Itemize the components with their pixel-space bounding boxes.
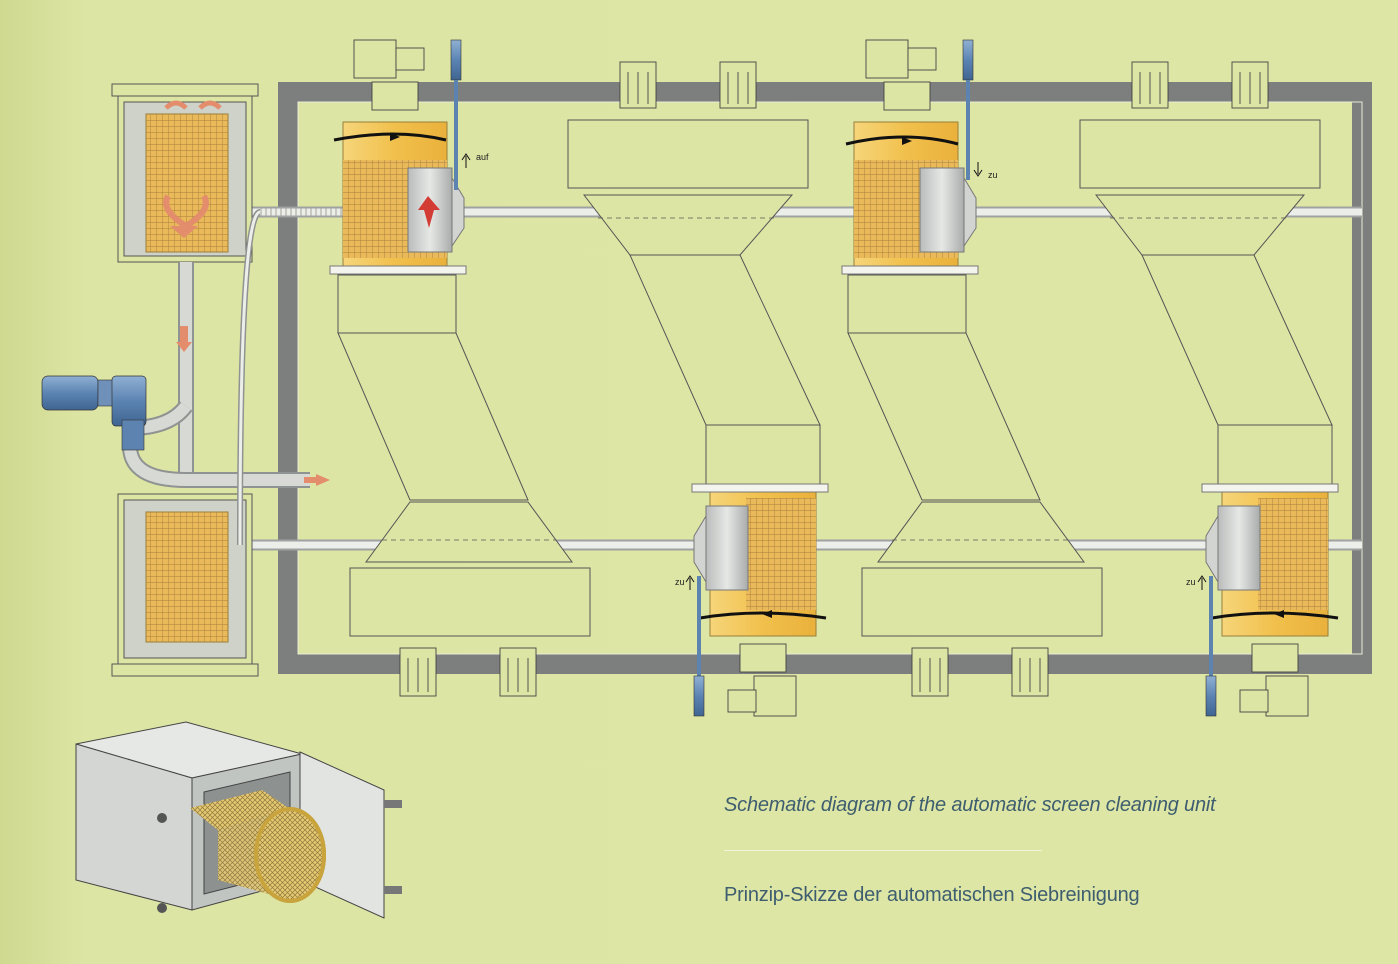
flow-arrows — [164, 100, 330, 486]
pneumatic-cylinder-3 — [693, 576, 705, 717]
cleaning-unit-lower — [111, 493, 259, 677]
screen-drum-lower-2 — [1201, 483, 1339, 637]
caption-german: Prinzip-Skizze der automatischen Siebrei… — [724, 884, 1140, 906]
screen-drum-lower-1 — [691, 483, 829, 637]
pneumatic-cylinder-1 — [450, 39, 462, 190]
caption-divider — [724, 850, 1042, 851]
screen-drum-upper-2 — [841, 121, 979, 275]
valve-labels: auf zu zu zu — [461, 152, 1207, 590]
screen-drum-upper-1 — [329, 121, 467, 275]
hopper-lower-1 — [337, 274, 591, 637]
cleaning-pipes — [122, 209, 310, 546]
cleaning-unit-upper — [111, 83, 259, 263]
label-zu-top: zu — [988, 170, 998, 180]
pneumatic-cylinder-4 — [1205, 576, 1217, 717]
pneumatic-cylinder-2 — [962, 39, 974, 180]
gear-motors-top — [353, 39, 1269, 111]
caption-english: Schematic diagram of the automatic scree… — [724, 794, 1216, 816]
hopper-upper-2 — [1079, 119, 1333, 488]
cabinet-illustration — [75, 721, 402, 919]
label-zu-bottom-2: zu — [1186, 577, 1196, 587]
fan-motor — [41, 375, 147, 451]
label-auf: auf — [476, 152, 489, 162]
hopper-lower-2 — [847, 274, 1103, 637]
main-frame — [278, 82, 1372, 674]
hopper-upper-1 — [567, 119, 821, 488]
gear-motors-bottom — [399, 643, 1309, 717]
label-zu-bottom-1: zu — [675, 577, 685, 587]
